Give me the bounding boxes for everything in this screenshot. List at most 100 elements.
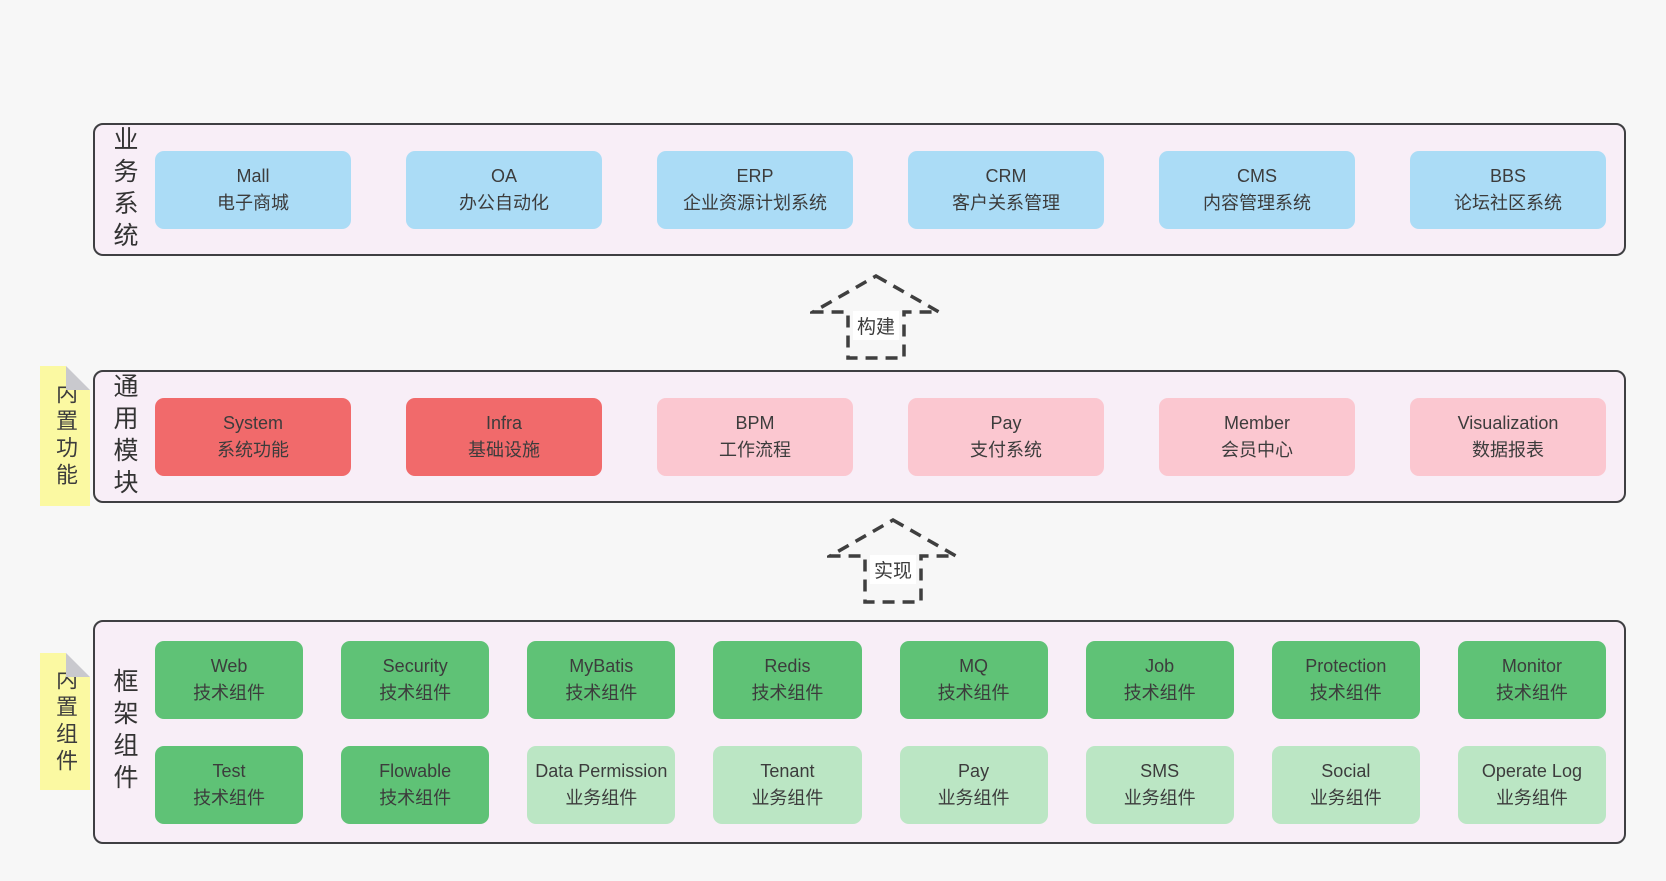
box-cms: CMS 内容管理系统 xyxy=(1159,150,1355,229)
box-subtitle: 支付系统 xyxy=(970,439,1042,460)
layer-label-common-modules: 通用模块 xyxy=(110,372,138,501)
box-visualization: Visualization 数据报表 xyxy=(1410,397,1606,476)
sticky-note-builtin-features: 内置功能 xyxy=(40,366,90,506)
box-title: Job xyxy=(1145,655,1175,676)
box-title: BPM xyxy=(735,412,775,433)
layer-rows: System 系统功能 Infra 基础设施 BPM 工作流程 Pay 支付系统… xyxy=(153,372,1624,501)
box-bpm: BPM 工作流程 xyxy=(657,397,853,476)
box-subtitle: 系统功能 xyxy=(217,439,289,460)
box-title: Redis xyxy=(764,655,811,676)
box-subtitle: 业务组件 xyxy=(937,787,1010,808)
box-data-permission: Data Permission 业务组件 xyxy=(527,745,676,824)
sticky-note-builtin-components: 内置组件 xyxy=(40,653,90,790)
box-web: Web 技术组件 xyxy=(155,640,304,719)
box-crm: CRM 客户关系管理 xyxy=(908,150,1104,229)
build-arrow-label: 构建 xyxy=(852,311,900,340)
box-title: CMS xyxy=(1237,165,1277,186)
box-title: Protection xyxy=(1305,655,1387,676)
box-subtitle: 技术组件 xyxy=(193,787,266,808)
box-subtitle: 技术组件 xyxy=(565,682,638,703)
box-title: SMS xyxy=(1140,760,1180,781)
box-subtitle: 技术组件 xyxy=(379,787,452,808)
box-subtitle: 业务组件 xyxy=(565,787,638,808)
box-oa: OA 办公自动化 xyxy=(406,150,602,229)
box-title: OA xyxy=(490,165,517,186)
box-mq: MQ 技术组件 xyxy=(899,640,1048,719)
box-title: Tenant xyxy=(760,760,815,781)
box-subtitle: 技术组件 xyxy=(1495,682,1568,703)
box-subtitle: 业务组件 xyxy=(1495,787,1568,808)
layer-label-framework-components: 框架组件 xyxy=(110,668,138,796)
box-subtitle: 业务组件 xyxy=(1123,787,1196,808)
box-subtitle: 论坛社区系统 xyxy=(1454,192,1562,213)
box-protection: Protection 技术组件 xyxy=(1271,640,1420,719)
box-subtitle: 技术组件 xyxy=(1309,682,1382,703)
box-mybatis: MyBatis 技术组件 xyxy=(527,640,676,719)
box-redis: Redis 技术组件 xyxy=(713,640,862,719)
box-subtitle: 基础设施 xyxy=(468,439,540,460)
box-flowable: Flowable 技术组件 xyxy=(341,745,490,824)
box-subtitle: 技术组件 xyxy=(379,682,452,703)
box-subtitle: 业务组件 xyxy=(1309,787,1382,808)
box-title: Member xyxy=(1223,412,1290,433)
box-pay-business: Pay 业务组件 xyxy=(899,745,1048,824)
box-title: Social xyxy=(1321,760,1371,781)
box-erp: ERP 企业资源计划系统 xyxy=(657,150,853,229)
box-subtitle: 技术组件 xyxy=(1123,682,1196,703)
box-subtitle: 工作流程 xyxy=(719,439,791,460)
box-operate-log: Operate Log 业务组件 xyxy=(1457,745,1606,824)
box-title: Test xyxy=(212,760,246,781)
sticky-note-text: 内置功能 xyxy=(53,382,78,490)
box-title: Pay xyxy=(990,412,1022,433)
box-member: Member 会员中心 xyxy=(1159,397,1355,476)
box-social: Social 业务组件 xyxy=(1271,745,1420,824)
box-title: MQ xyxy=(959,655,989,676)
layer-label-business-systems: 业务系统 xyxy=(110,125,138,254)
box-security: Security 技术组件 xyxy=(341,640,490,719)
box-title: Visualization xyxy=(1457,412,1559,433)
box-subtitle: 客户关系管理 xyxy=(952,192,1060,213)
box-sms: SMS 业务组件 xyxy=(1085,745,1234,824)
box-subtitle: 业务组件 xyxy=(751,787,824,808)
layer-rows: Mall 电子商城 OA 办公自动化 ERP 企业资源计划系统 CRM 客户关系… xyxy=(153,125,1624,254)
box-row: Mall 电子商城 OA 办公自动化 ERP 企业资源计划系统 CRM 客户关系… xyxy=(155,150,1606,229)
box-title: Security xyxy=(382,655,448,676)
box-title: Data Permission xyxy=(535,760,668,781)
box-bbs: BBS 论坛社区系统 xyxy=(1410,150,1606,229)
layer-framework-components: 框架组件 Web 技术组件 Security 技术组件 MyBatis 技术组件… xyxy=(93,620,1626,844)
box-mall: Mall 电子商城 xyxy=(155,150,351,229)
implement-arrow-icon xyxy=(827,517,959,604)
sticky-note-text: 内置组件 xyxy=(53,667,78,776)
box-subtitle: 技术组件 xyxy=(751,682,824,703)
implement-arrow-label: 实现 xyxy=(869,555,917,584)
layer-common-modules: 通用模块 System 系统功能 Infra 基础设施 BPM 工作流程 Pay… xyxy=(93,370,1626,503)
box-subtitle: 内容管理系统 xyxy=(1203,192,1311,213)
box-row: Web 技术组件 Security 技术组件 MyBatis 技术组件 Redi… xyxy=(155,640,1606,719)
box-title: Pay xyxy=(958,760,990,781)
box-tenant: Tenant 业务组件 xyxy=(713,745,862,824)
build-arrow-icon xyxy=(810,273,942,360)
box-subtitle: 会员中心 xyxy=(1221,439,1293,460)
box-system: System 系统功能 xyxy=(155,397,351,476)
box-title: System xyxy=(222,412,283,433)
box-subtitle: 企业资源计划系统 xyxy=(683,192,827,213)
box-test: Test 技术组件 xyxy=(155,745,304,824)
box-title: Infra xyxy=(485,412,523,433)
box-pay-system: Pay 支付系统 xyxy=(908,397,1104,476)
layer-rows: Web 技术组件 Security 技术组件 MyBatis 技术组件 Redi… xyxy=(153,622,1624,842)
box-title: Monitor xyxy=(1501,655,1562,676)
box-row: System 系统功能 Infra 基础设施 BPM 工作流程 Pay 支付系统… xyxy=(155,397,1606,476)
layer-business-systems: 业务系统 Mall 电子商城 OA 办公自动化 ERP 企业资源计划系统 CRM… xyxy=(93,123,1626,256)
box-infra: Infra 基础设施 xyxy=(406,397,602,476)
box-title: Web xyxy=(210,655,248,676)
box-title: Mall xyxy=(236,165,270,186)
box-title: MyBatis xyxy=(569,655,634,676)
box-subtitle: 技术组件 xyxy=(193,682,266,703)
box-row: Test 技术组件 Flowable 技术组件 Data Permission … xyxy=(155,745,1606,824)
box-title: Flowable xyxy=(379,760,452,781)
box-subtitle: 数据报表 xyxy=(1472,439,1544,460)
box-title: ERP xyxy=(736,165,774,186)
box-subtitle: 电子商城 xyxy=(217,192,289,213)
box-subtitle: 办公自动化 xyxy=(459,192,549,213)
box-subtitle: 技术组件 xyxy=(937,682,1010,703)
